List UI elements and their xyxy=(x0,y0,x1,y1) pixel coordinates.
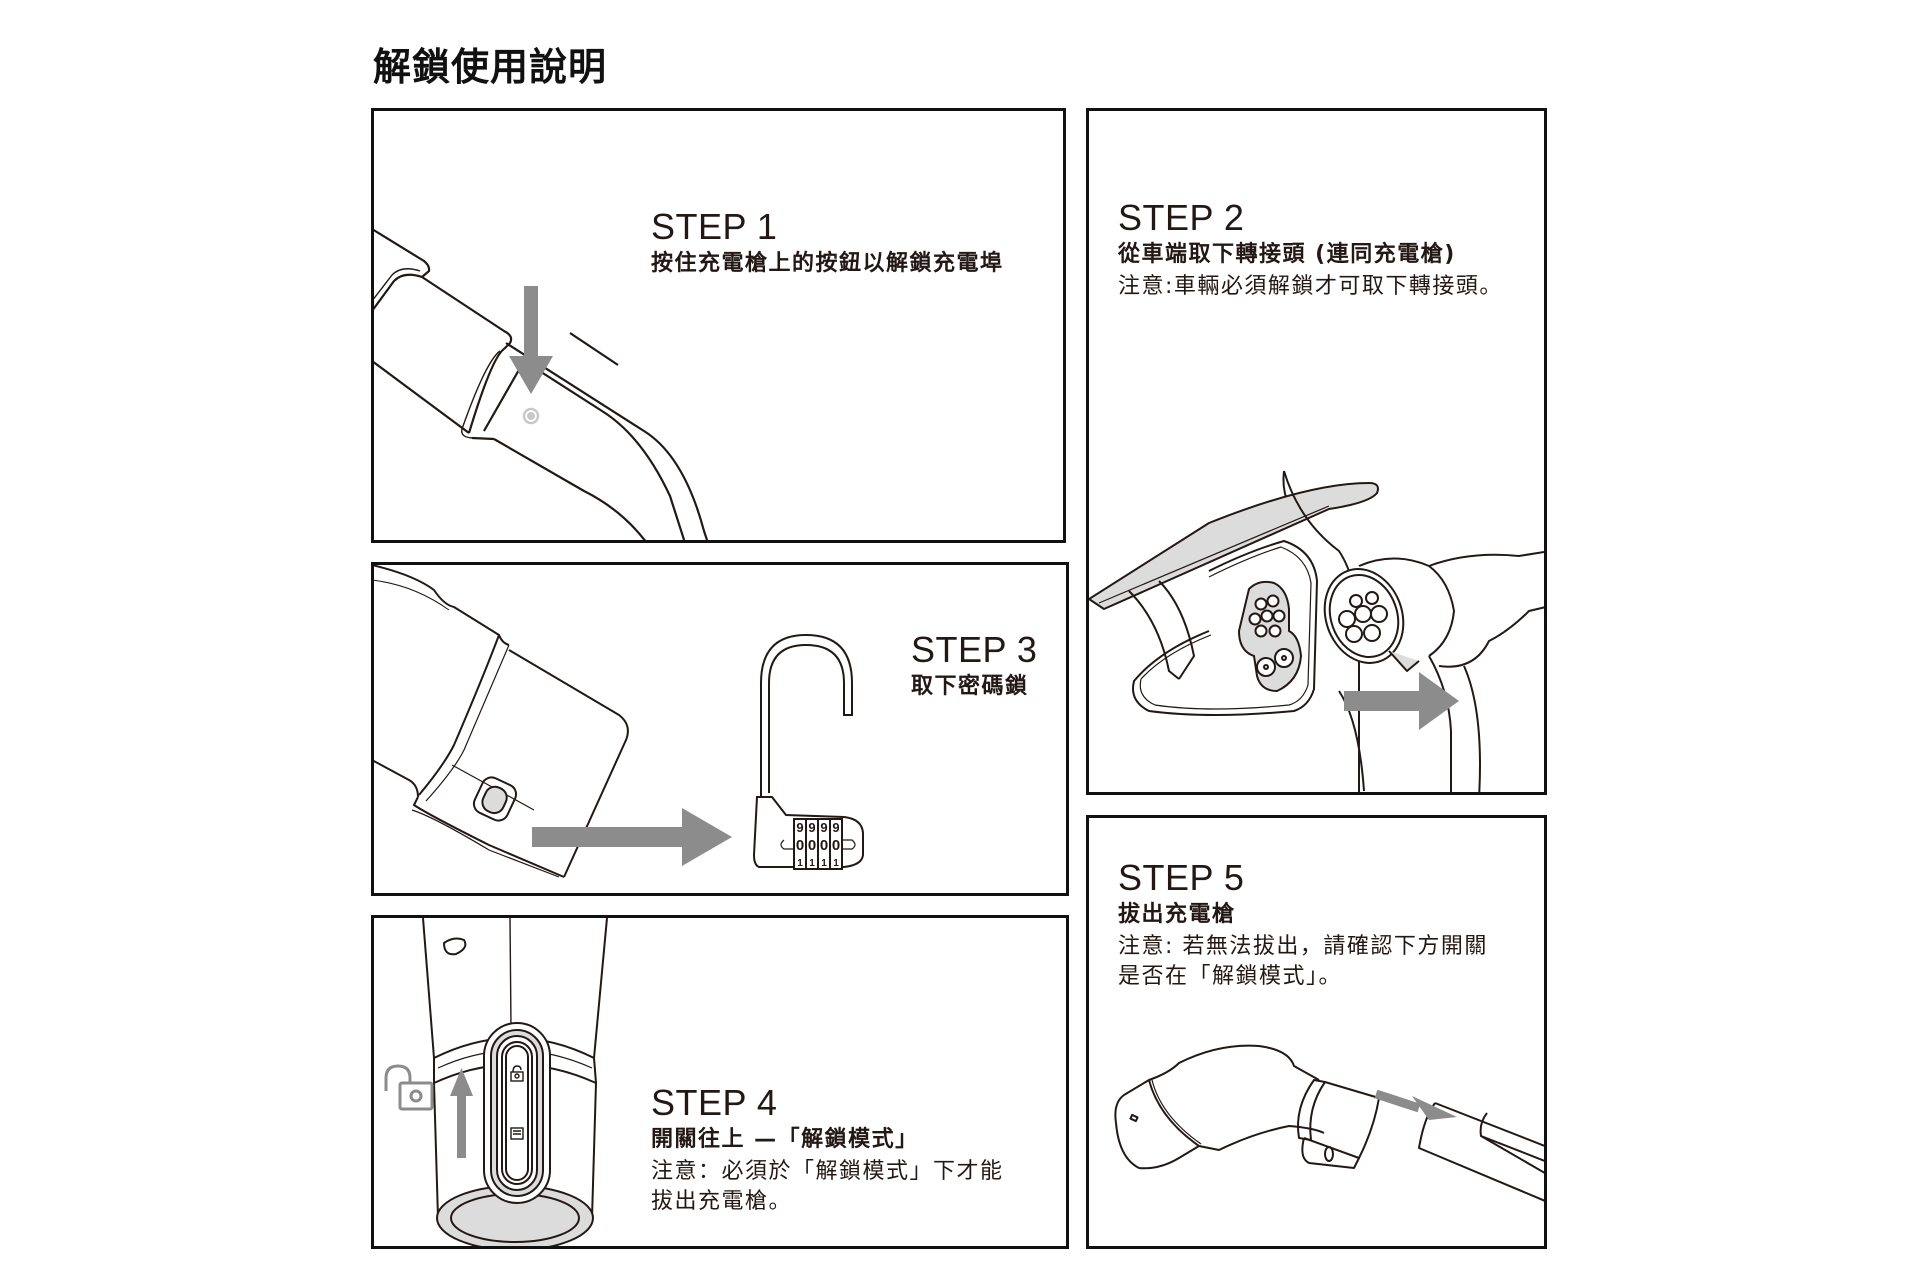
step-title: 取下密碼鎖 xyxy=(911,674,1029,699)
step-label: STEP 1 xyxy=(651,206,778,247)
step-label: STEP 4 xyxy=(651,1082,778,1123)
step-1-text: STEP 1 按住充電槍上的按鈕以解鎖充電埠 xyxy=(651,207,1004,279)
page-title: 解鎖使用說明 xyxy=(373,45,608,89)
car-port-adapter-removal-illustration xyxy=(1089,470,1544,792)
switch-lock-glyph-icon xyxy=(510,1127,524,1140)
svg-text:0: 0 xyxy=(796,837,804,854)
step-3-text: STEP 3 取下密碼鎖 xyxy=(911,630,1037,702)
switch-slide-up-illustration xyxy=(384,918,608,1246)
arrow-diagonal-icon xyxy=(1374,1089,1457,1120)
step-note-line-2: 拔出充電槍。 xyxy=(651,1189,793,1214)
step-label: STEP 3 xyxy=(911,629,1038,670)
step-title: 按住充電槍上的按鈕以解鎖充電埠 xyxy=(651,251,1004,276)
padlock-digit: 9 xyxy=(796,820,803,835)
arrow-right-icon xyxy=(1344,672,1459,730)
svg-text:9: 9 xyxy=(820,820,827,835)
arrow-down-icon xyxy=(509,286,553,394)
svg-text:0: 0 xyxy=(832,837,840,854)
step-1-panel: STEP 1 按住充電槍上的按鈕以解鎖充電埠 xyxy=(371,108,1066,543)
step-note: 注意:車輛必須解鎖才可取下轉接頭。 xyxy=(1118,274,1503,299)
step-2-panel: STEP 2 從車端取下轉接頭 (連同充電槍) 注意:車輛必須解鎖才可取下轉接頭… xyxy=(1086,108,1547,795)
arrow-right-icon xyxy=(532,808,732,866)
step-title: 從車端取下轉接頭 (連同充電槍) xyxy=(1118,242,1456,267)
svg-text:1: 1 xyxy=(821,858,827,869)
step-3-panel: 9 9 9 9 0 0 0 0 1 1 1 1 STEP 3 取下密碼鎖 xyxy=(371,562,1069,896)
step-label: STEP 2 xyxy=(1118,197,1245,238)
svg-text:1: 1 xyxy=(833,858,839,869)
step-4-text: STEP 4 開關往上 —「解鎖模式」 注意：必須於「解鎖模式」下才能 拔出充電… xyxy=(651,1083,1004,1217)
svg-text:1: 1 xyxy=(797,858,803,869)
svg-text:9: 9 xyxy=(808,820,815,835)
button-target-icon xyxy=(522,407,540,425)
step-2-text: STEP 2 從車端取下轉接頭 (連同充電槍) 注意:車輛必須解鎖才可取下轉接頭… xyxy=(1118,198,1503,302)
pull-out-charging-gun-illustration xyxy=(1114,1044,1544,1202)
step-note-line-2: 是否在「解鎖模式」。 xyxy=(1118,964,1343,989)
combination-padlock-removal-illustration: 9 9 9 9 0 0 0 0 1 1 1 1 xyxy=(374,565,864,878)
charging-gun-press-button-illustration xyxy=(374,228,709,540)
step-4-panel: STEP 4 開關往上 —「解鎖模式」 注意：必須於「解鎖模式」下才能 拔出充電… xyxy=(371,915,1069,1249)
arrow-up-icon xyxy=(450,1068,473,1158)
step-title: 拔出充電槍 xyxy=(1118,902,1236,927)
svg-text:0: 0 xyxy=(820,837,828,854)
svg-text:0: 0 xyxy=(808,837,816,854)
step-5-text: STEP 5 拔出充電槍 注意: 若無法拔出，請確認下方開關 是否在「解鎖模式」… xyxy=(1118,858,1488,992)
combination-padlock-icon xyxy=(752,633,864,870)
step-label: STEP 5 xyxy=(1118,857,1245,898)
step-5-panel: STEP 5 拔出充電槍 注意: 若無法拔出，請確認下方開關 是否在「解鎖模式」… xyxy=(1086,815,1547,1249)
step-note-line-1: 注意: 若無法拔出，請確認下方開關 xyxy=(1118,934,1488,959)
svg-text:1: 1 xyxy=(809,858,815,869)
svg-text:9: 9 xyxy=(832,820,839,835)
step-note-line-1: 注意：必須於「解鎖模式」下才能 xyxy=(651,1159,1004,1184)
step-title: 開關往上 —「解鎖模式」 xyxy=(651,1127,919,1152)
switch-unlock-glyph-icon xyxy=(510,1065,524,1082)
unlock-padlock-icon xyxy=(384,1064,434,1111)
